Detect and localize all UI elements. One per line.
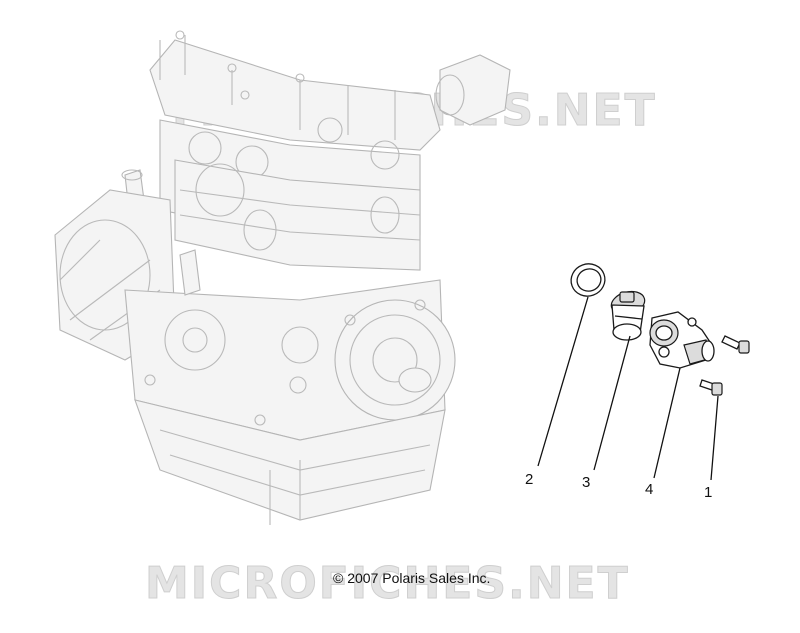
leader-line-2	[537, 296, 589, 467]
callout-4: 4	[645, 481, 653, 498]
leader-line-1	[710, 395, 719, 481]
bolt-part-lower	[699, 379, 723, 396]
leader-line-4	[653, 367, 681, 479]
o-ring-part	[570, 263, 606, 297]
watermark-bottom: MICROFICHES.NET	[145, 558, 630, 609]
callout-2: 2	[525, 471, 533, 488]
thermostat-part	[610, 290, 646, 341]
engine-block-illustration	[54, 30, 511, 525]
copyright-notice: © 2007 Polaris Sales Inc.	[333, 570, 490, 586]
callout-3: 3	[582, 474, 590, 491]
thermostat-housing-part	[649, 311, 715, 369]
bolt-part-upper	[721, 335, 750, 354]
leader-line-3	[593, 335, 631, 471]
callout-1: 1	[704, 484, 712, 501]
